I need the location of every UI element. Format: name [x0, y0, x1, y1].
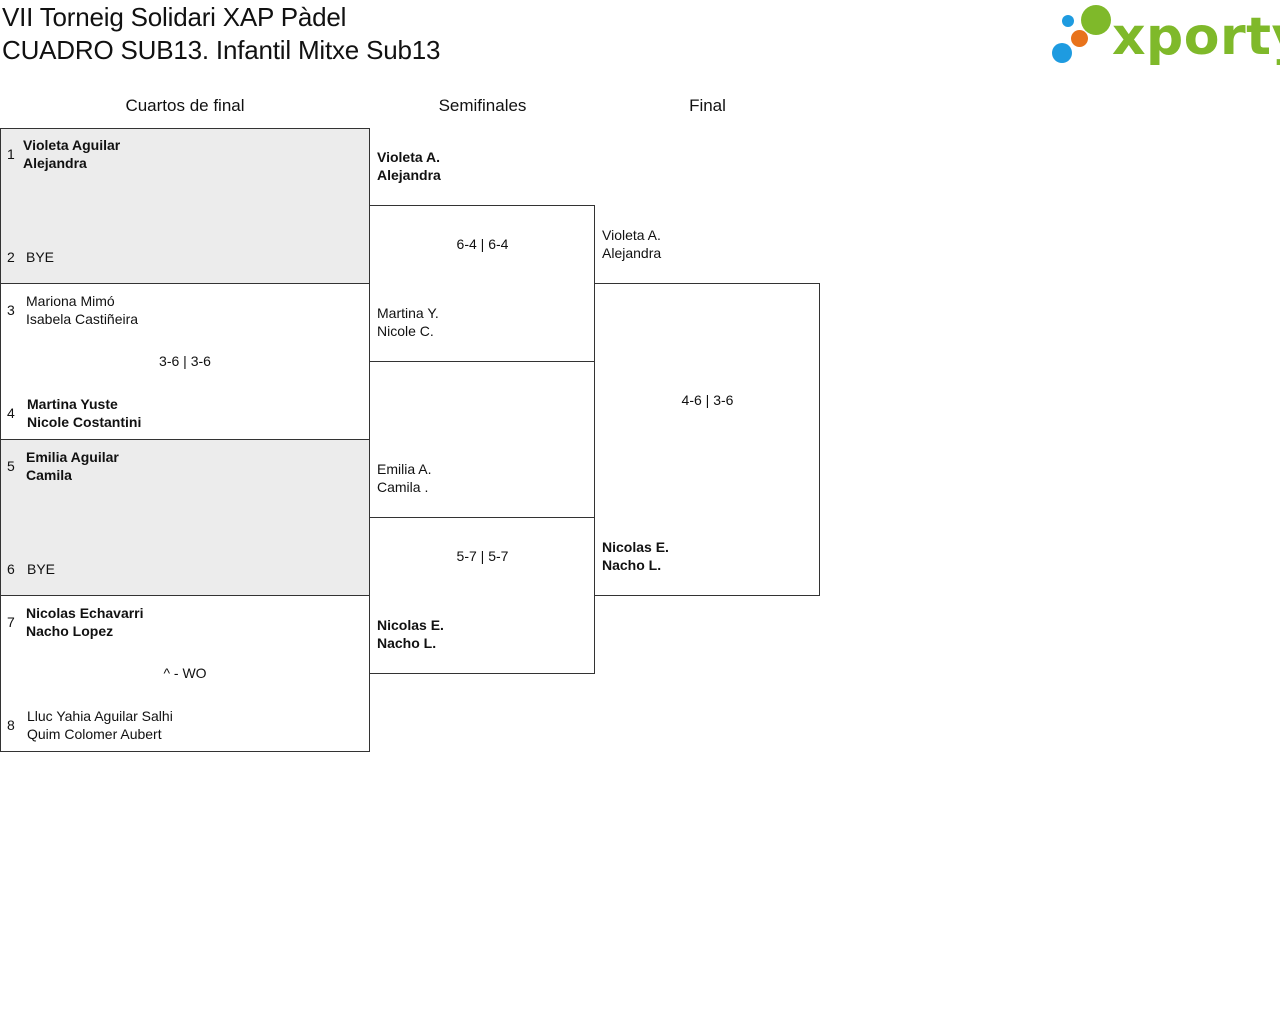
page-subtitle: CUADRO SUB13. Infantil Mitxe Sub13 [2, 35, 441, 65]
team-entry[interactable]: BYE [26, 248, 54, 266]
player-name: BYE [27, 561, 56, 577]
seed-number: 3 [7, 302, 15, 318]
seed-number: 5 [7, 458, 15, 474]
player-name: Alejandra [23, 155, 87, 171]
match-score: 6-4 | 6-4 [456, 236, 509, 252]
player-name: Martina Y. [377, 305, 439, 321]
match-score: 5-7 | 5-7 [456, 548, 509, 564]
team-entry[interactable]: Violeta A. Alejandra [377, 148, 441, 184]
player-name: Quim Colomer Aubert [27, 726, 162, 742]
seed-number: 1 [7, 146, 15, 162]
player-name: Nicole C. [377, 323, 434, 339]
player-name: Camila [26, 467, 72, 483]
player-name: Isabela Castiñeira [26, 311, 139, 327]
xporty-logo[interactable]: xporty [1050, 4, 1280, 68]
team-entry[interactable]: Mariona Mimó Isabela Castiñeira [26, 292, 138, 328]
team-entry[interactable]: Martina Y. Nicole C. [377, 304, 439, 340]
player-name: Violeta A. [602, 227, 661, 243]
player-name: Alejandra [602, 245, 662, 261]
player-name: Alejandra [377, 167, 441, 183]
player-name: Mariona Mimó [26, 293, 115, 309]
player-name: Emilia A. [377, 461, 432, 477]
player-name: Nicolas Echavarri [26, 605, 144, 621]
player-name: Nicolas E. [377, 617, 444, 633]
seed-number: 4 [7, 405, 15, 421]
round-header-final: Final [689, 96, 726, 115]
player-name: Violeta Aguilar [23, 137, 121, 153]
round-header-semifinals: Semifinales [438, 96, 527, 115]
logo-dot-orange [1071, 30, 1088, 47]
player-name: Nicolas E. [602, 539, 669, 555]
player-name: Camila . [377, 479, 429, 495]
logo-dot-blue-small [1062, 15, 1074, 27]
match-score: 4-6 | 3-6 [681, 392, 734, 408]
team-entry[interactable]: Emilia Aguilar Camila [26, 448, 119, 484]
player-name: Nicole Costantini [27, 414, 142, 430]
team-entry[interactable]: Nicolas E. Nacho L. [602, 538, 669, 574]
logo-dot-blue-large [1052, 43, 1072, 63]
player-name: Nacho L. [602, 557, 662, 573]
qf-match-box [0, 439, 370, 596]
logo-dot-green [1081, 5, 1111, 35]
player-name: Martina Yuste [27, 396, 118, 412]
qf-match-box [0, 128, 370, 284]
logo-text: xporty [1112, 7, 1280, 67]
final-match-box [594, 283, 820, 596]
round-header-quarterfinals: Cuartos de final [125, 96, 245, 115]
team-entry[interactable]: BYE [27, 560, 55, 578]
player-name: Violeta A. [377, 149, 441, 165]
player-name: Nacho L. [377, 635, 437, 651]
player-name: Emilia Aguilar [26, 449, 119, 465]
team-entry[interactable]: Martina Yuste Nicole Costantini [27, 395, 141, 431]
seed-number: 2 [7, 249, 15, 265]
match-score: ^ - WO [163, 665, 207, 681]
team-entry[interactable]: Emilia A. Camila . [377, 460, 431, 496]
seed-number: 8 [7, 717, 15, 733]
match-score: 3-6 | 3-6 [159, 353, 211, 369]
player-name: Lluc Yahia Aguilar Salhi [27, 708, 173, 724]
team-entry[interactable]: Nicolas E. Nacho L. [377, 616, 444, 652]
seed-number: 7 [7, 614, 15, 630]
team-entry[interactable]: Nicolas Echavarri Nacho Lopez [26, 604, 144, 640]
team-entry[interactable]: Violeta A. Alejandra [602, 226, 661, 262]
team-entry[interactable]: Violeta Aguilar Alejandra [23, 136, 120, 172]
seed-number: 6 [7, 561, 15, 577]
player-name: BYE [26, 249, 55, 265]
team-entry[interactable]: Lluc Yahia Aguilar Salhi Quim Colomer Au… [27, 707, 173, 743]
player-name: Nacho Lopez [26, 623, 114, 639]
page-title: VII Torneig Solidari XAP Pàdel [2, 2, 347, 32]
